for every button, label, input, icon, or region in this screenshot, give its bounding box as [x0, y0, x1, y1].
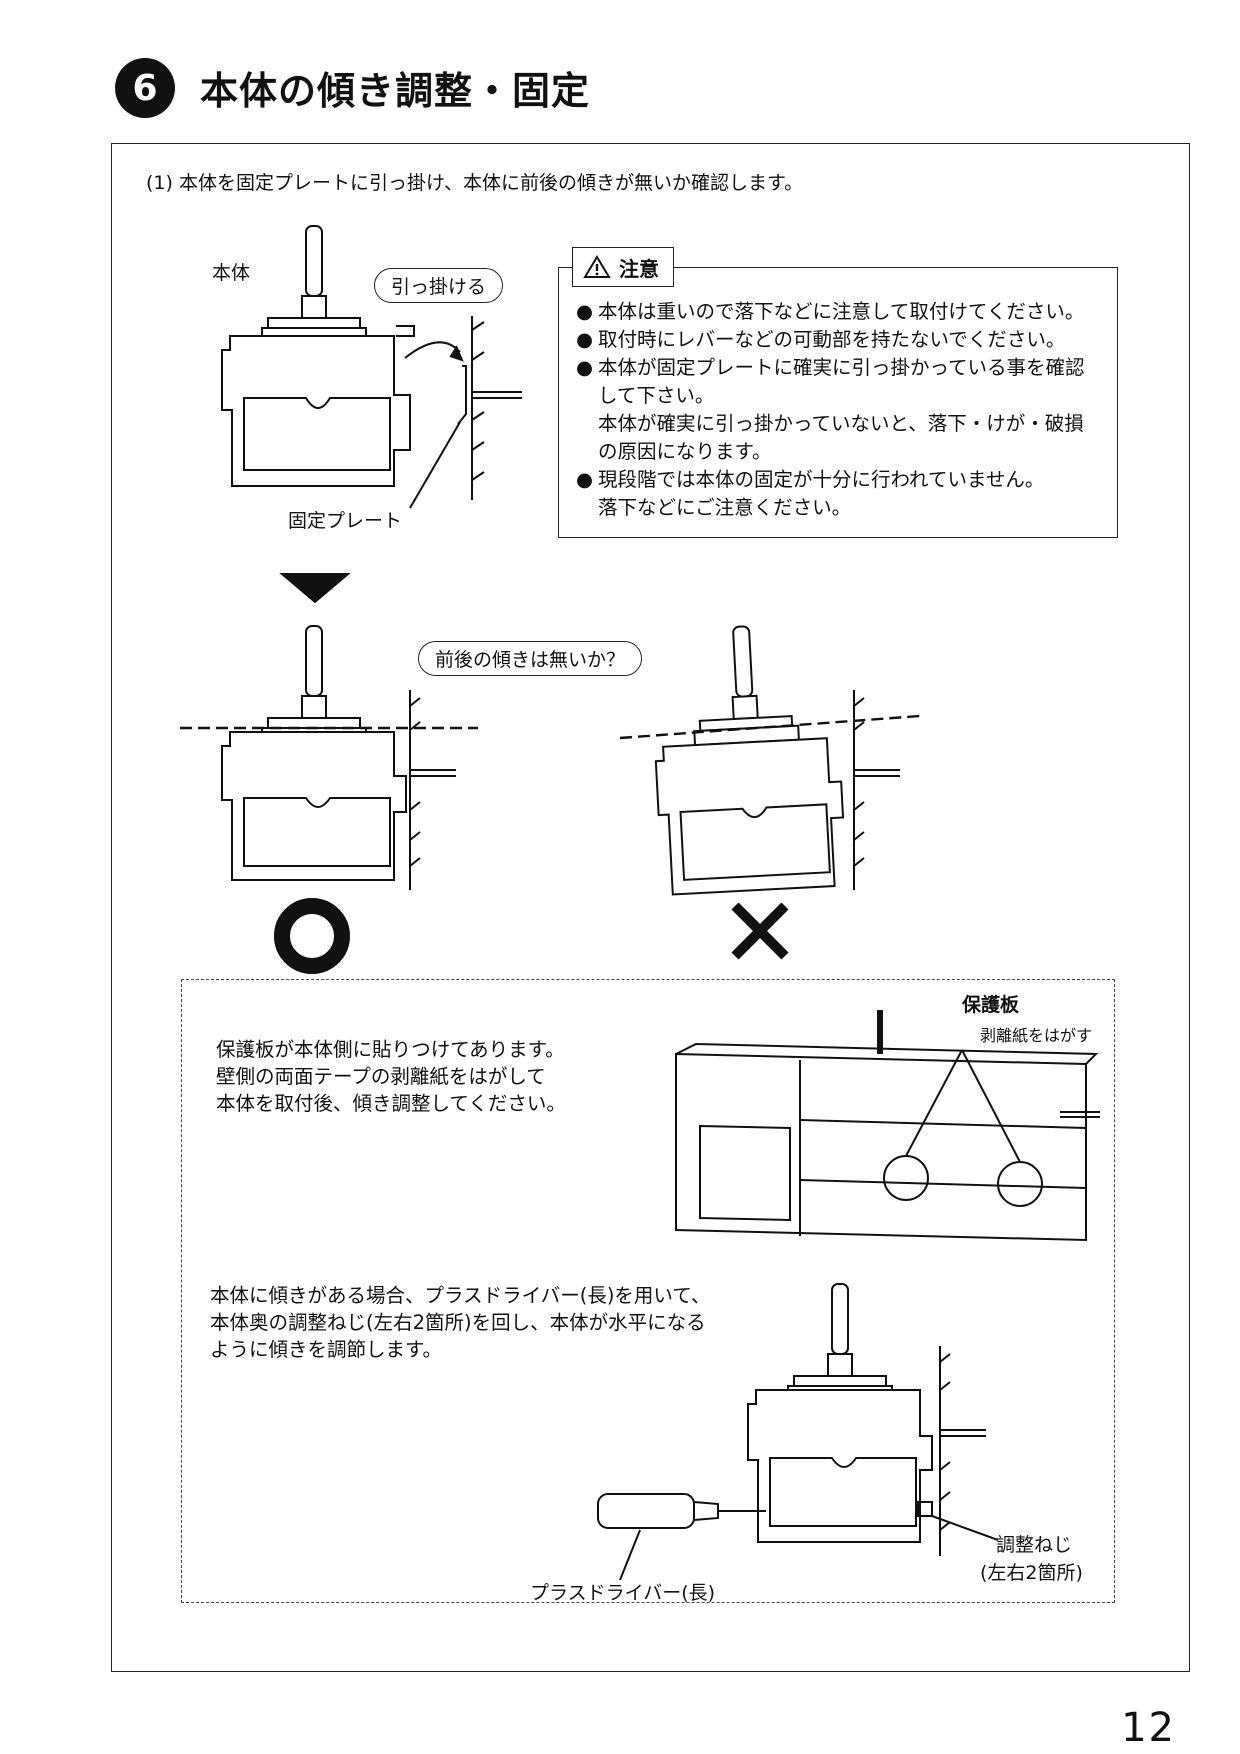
caution-item-line: 本体が固定プレートに確実に引っ掛かっている事を確認 — [598, 356, 1085, 379]
caution-heading-text: 注意 — [619, 256, 659, 281]
bullet-icon: ● — [576, 356, 594, 379]
caution-item-line: して下さい。 — [598, 384, 715, 407]
caution-item-line: 本体が確実に引っ掛かっていないと、落下・けが・破損 — [598, 412, 1084, 435]
paragraph-line: 本体に傾きがある場合、プラスドライバー(長)を用いて、 — [210, 1284, 711, 1307]
caution-item: ●本体が固定プレートに確実に引っ掛かっている事を確認して下さい。本体が確実に引っ… — [576, 354, 1106, 466]
caution-box — [558, 267, 1118, 538]
caution-item: ●取付時にレバーなどの可動部を持たないでください。 — [576, 326, 1106, 354]
paragraph-line: 壁側の両面テープの剥離紙をはがして — [216, 1065, 546, 1088]
step-1-instruction: (1) 本体を固定プレートに引っ掛け、本体に前後の傾きが無いか確認します。 — [146, 172, 804, 194]
warning-icon — [583, 255, 611, 278]
paragraph-line: 本体を取付後、傾き調整してください。 — [216, 1092, 566, 1115]
content-frame — [111, 143, 1190, 1672]
page-number: 12 — [1121, 1705, 1176, 1751]
tilt-question: 前後の傾きは無いか？ — [418, 641, 643, 676]
label-body: 本体 — [212, 262, 251, 284]
bullet-icon: ● — [576, 300, 594, 323]
label-protective-plate: 保護板 — [962, 994, 1020, 1016]
paragraph-line: 保護板が本体側に貼りつけてあります。 — [216, 1038, 565, 1061]
label-screwdriver: プラスドライバー(長) — [530, 1582, 716, 1604]
label-adjust-screw-count: (左右2箇所) — [980, 1562, 1083, 1584]
caution-item-line: の原因になります。 — [598, 440, 772, 463]
paragraph-line: ように傾きを調節します。 — [210, 1338, 443, 1361]
caution-item-line: 取付時にレバーなどの可動部を持たないでください。 — [598, 328, 1066, 351]
protective-plate-instructions: 保護板が本体側に貼りつけてあります。壁側の両面テープの剥離紙をはがして本体を取付… — [216, 1036, 566, 1117]
adjust-instructions: 本体に傾きがある場合、プラスドライバー(長)を用いて、本体奥の調整ねじ(左右2箇… — [210, 1282, 710, 1363]
label-adjust-screw: 調整ねじ — [996, 1534, 1073, 1556]
caution-item-line: 落下などにご注意ください。 — [598, 496, 852, 519]
bullet-icon: ● — [576, 468, 594, 491]
caution-item: ●現段階では本体の固定が十分に行われていません。落下などにご注意ください。 — [576, 466, 1106, 522]
bullet-icon: ● — [576, 328, 594, 351]
caution-item-line: 現段階では本体の固定が十分に行われていません。 — [598, 468, 1045, 491]
protective-plate-section — [181, 979, 1115, 1603]
paragraph-line: 本体奥の調整ねじ(左右2箇所)を回し、本体が水平になる — [210, 1311, 706, 1334]
step-number-badge: 6 — [115, 58, 175, 118]
caution-item-line: 本体は重いので落下などに注意して取付けてください。 — [598, 300, 1085, 323]
label-peel-paper: 剥離紙をはがす — [980, 1026, 1093, 1045]
caution-list: ●本体は重いので落下などに注意して取付けてください。●取付時にレバーなどの可動部… — [576, 298, 1106, 522]
label-fixing-plate: 固定プレート — [288, 510, 403, 532]
page-title: 本体の傾き調整・固定 — [200, 69, 591, 113]
label-hook: 引っ掛ける — [374, 268, 504, 303]
caution-item: ●本体は重いので落下などに注意して取付けてください。 — [576, 298, 1106, 326]
caution-heading: 注意 — [572, 247, 674, 287]
